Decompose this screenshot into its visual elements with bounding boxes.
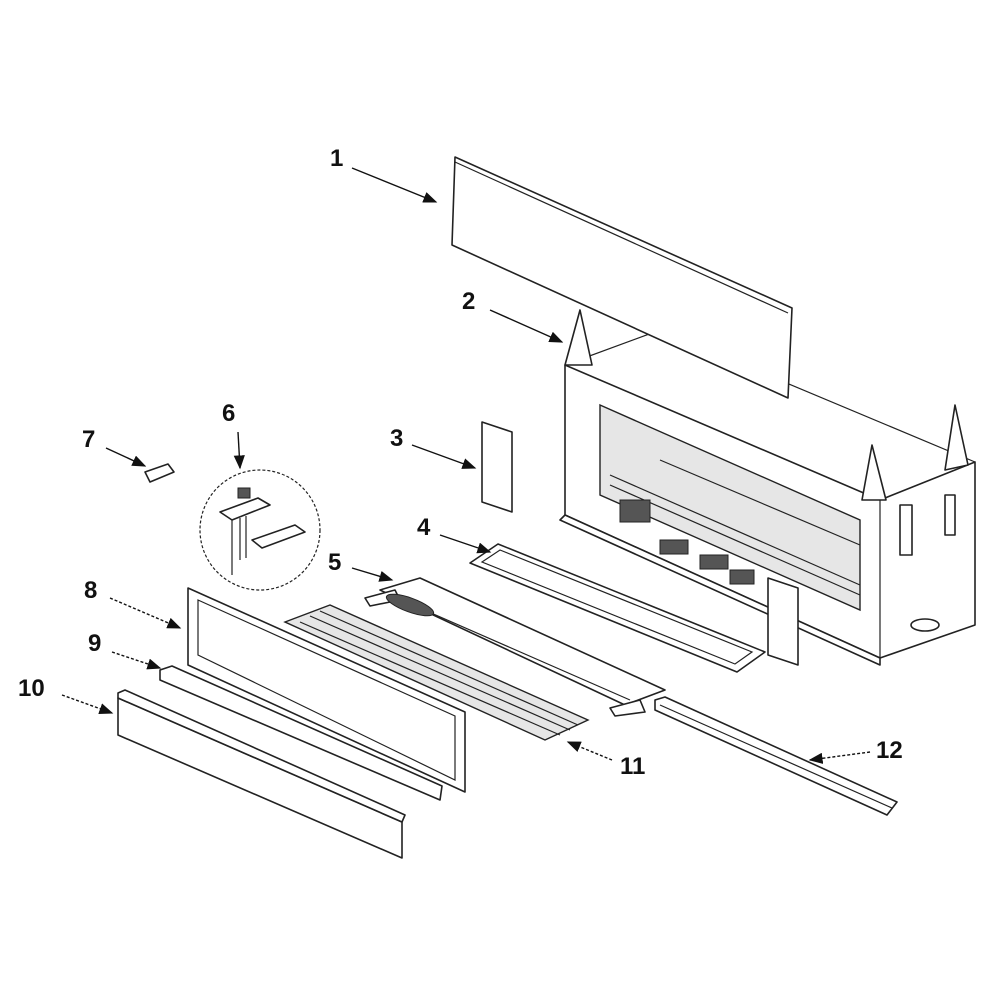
callout-2: 2: [462, 288, 476, 315]
callout-3: 3: [390, 425, 404, 452]
callout-1: 1: [330, 145, 344, 172]
part-9-glass-strip: [159, 665, 443, 801]
part-11-heater-grille: [283, 604, 590, 741]
leader-arrows: [61, 167, 871, 764]
part-6-control-board-detail: [199, 469, 321, 591]
part-12-rail: [654, 696, 898, 816]
part-2-chassis: [559, 309, 976, 666]
part-3b-side-bracket: [767, 577, 799, 666]
callout-7: 7: [82, 426, 96, 453]
callout-6: 6: [222, 400, 236, 427]
part-5-light-bar: [364, 577, 666, 717]
callout-12: 12: [876, 737, 903, 764]
part-1-back-panel: [451, 156, 793, 399]
callout-11: 11: [620, 753, 646, 780]
callout-5: 5: [328, 549, 342, 576]
callout-8: 8: [84, 577, 98, 604]
part-3-side-bracket: [481, 421, 513, 513]
part-8-front-frame: [187, 587, 466, 793]
callout-10: 10: [18, 675, 45, 702]
callout-4: 4: [417, 514, 431, 541]
part-10-bottom-trim: [117, 689, 406, 859]
callout-9: 9: [88, 630, 102, 657]
part-7-clip: [144, 463, 175, 483]
